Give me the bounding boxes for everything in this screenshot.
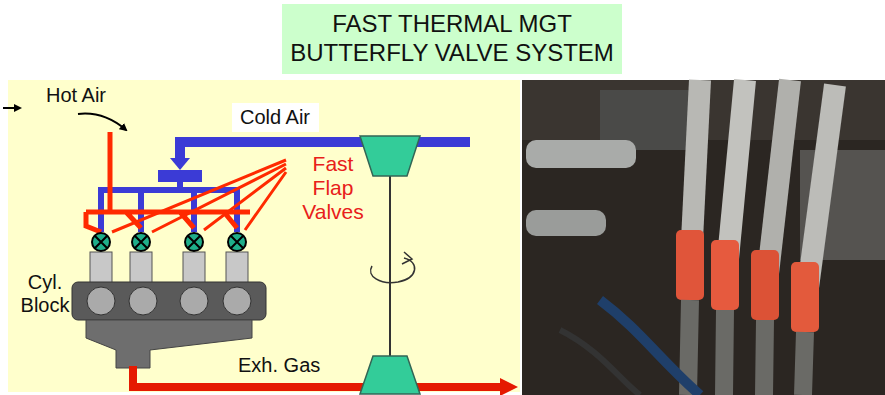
drawing-part: [500, 378, 518, 395]
leader-lines: [112, 160, 286, 232]
drawing-part: [402, 252, 412, 264]
drawing-part: [522, 80, 885, 395]
drawing-part: [180, 287, 208, 315]
drawing-part: [183, 252, 205, 284]
flap-valves: [92, 233, 246, 251]
drawing-part: [130, 252, 152, 284]
hot-air-runners: [86, 132, 250, 232]
exhaust-flow: [133, 366, 518, 395]
drawing-part: [72, 282, 266, 320]
drawing-part: [226, 252, 248, 284]
drawing-part: [228, 233, 246, 251]
turbocharger: [360, 136, 420, 394]
drawing-part: [389, 176, 391, 358]
engine-block: [72, 252, 266, 368]
drawing-part: [129, 287, 157, 315]
part-label: Cyl. Block: [18, 271, 72, 317]
drawing-part: [223, 287, 251, 315]
drawing-part: [95, 236, 107, 248]
flow-label: Exh. Gas: [238, 354, 320, 377]
drawing-part: [92, 233, 110, 251]
drawing-part: [676, 230, 704, 300]
drawing-part: [560, 330, 640, 395]
drawing-part: [688, 300, 805, 395]
node-text: Cold Air: [240, 106, 311, 129]
drawing-part: [231, 236, 243, 248]
drawing-part: [711, 240, 739, 310]
flow-label: Hot Air: [46, 84, 106, 107]
drawing-part: [185, 233, 203, 251]
drawing-part: [90, 252, 112, 284]
drawing-part: [600, 300, 700, 395]
input-arrow: [3, 107, 20, 109]
drawing-part: [360, 136, 420, 176]
drawing-part: [188, 236, 200, 248]
hot-air-arrow: [78, 114, 126, 130]
drawing-part: [526, 210, 606, 236]
drawing-part: [108, 132, 113, 212]
title-text: FAST THERMAL MGT BUTTERFLY VALVE SYSTEM: [290, 10, 614, 68]
cold-air-duct: [101, 142, 470, 232]
engine-photo: [522, 80, 885, 395]
drawing-part: [86, 320, 252, 368]
title-box: FAST THERMAL MGT BUTTERFLY VALVE SYSTEM: [282, 4, 622, 74]
drawing-part: [170, 158, 190, 170]
drawing-part: [135, 236, 147, 248]
background-panel: [8, 80, 520, 392]
drawing-part: [158, 170, 202, 182]
drawing-part: [751, 250, 779, 320]
part-label: Fast Flap Valves: [292, 152, 374, 224]
drawing-part: [526, 140, 636, 168]
drawing-part: [87, 287, 115, 315]
drawing-part: [360, 356, 420, 394]
drawing-part: [791, 262, 819, 332]
label-box: Cold Air: [232, 103, 319, 132]
drawing-part: [132, 233, 150, 251]
